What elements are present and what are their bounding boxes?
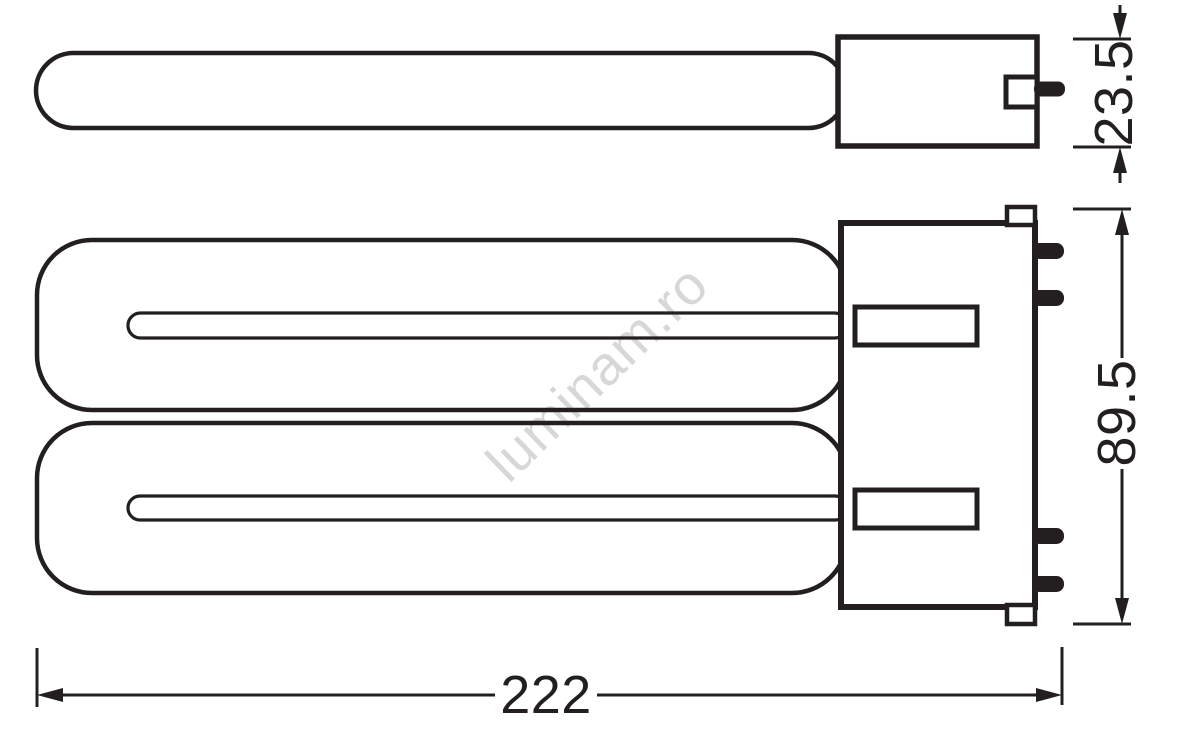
tube-1-fold-slot <box>126 311 849 340</box>
front-view-tube-2 <box>34 420 850 596</box>
dim-222-extension-ticks <box>35 647 1064 707</box>
dim-89-5-label: 89.5 <box>1087 359 1147 466</box>
base-window-2 <box>852 487 980 531</box>
dimension-base-height: 23.5 <box>1073 5 1144 183</box>
dimension-lamp-height: 89.5 <box>1073 207 1147 626</box>
base-pin-1 <box>1032 243 1064 259</box>
dim-23-5-label: 23.5 <box>1084 39 1144 146</box>
dim-222-arrow-right-icon <box>1036 688 1062 702</box>
front-view-tube-1 <box>34 237 850 413</box>
dimension-overall-length: 222 <box>35 647 1064 725</box>
side-view <box>33 34 1065 149</box>
dim-23-5-extension-ticks <box>1073 37 1131 149</box>
base-pin-3 <box>1032 528 1064 544</box>
base-bottom-tab <box>1004 602 1038 627</box>
front-view-base <box>838 220 1038 610</box>
dim-222-arrow-left-icon <box>37 688 63 702</box>
base-window-1 <box>852 304 980 348</box>
tube-2-fold-slot <box>126 494 849 522</box>
side-view-base-notch <box>1003 74 1040 110</box>
base-pin-2 <box>1032 290 1064 306</box>
watermark-text: luminam.ro <box>474 253 720 494</box>
dim-89-5-extension-ticks <box>1073 207 1131 626</box>
dim-89-5-arrow-down-icon <box>1115 598 1129 624</box>
side-view-pin <box>1034 81 1065 97</box>
dim-23-5-arrow-up-icon <box>1113 147 1127 173</box>
dim-89-5-arrow-up-icon <box>1115 209 1129 235</box>
base-top-tab <box>1004 204 1038 228</box>
base-pin-4 <box>1032 576 1064 592</box>
dim-222-label: 222 <box>500 665 592 725</box>
front-view <box>34 204 1064 627</box>
side-view-tube <box>33 50 849 131</box>
dim-23-5-arrow-down-icon <box>1113 13 1127 39</box>
